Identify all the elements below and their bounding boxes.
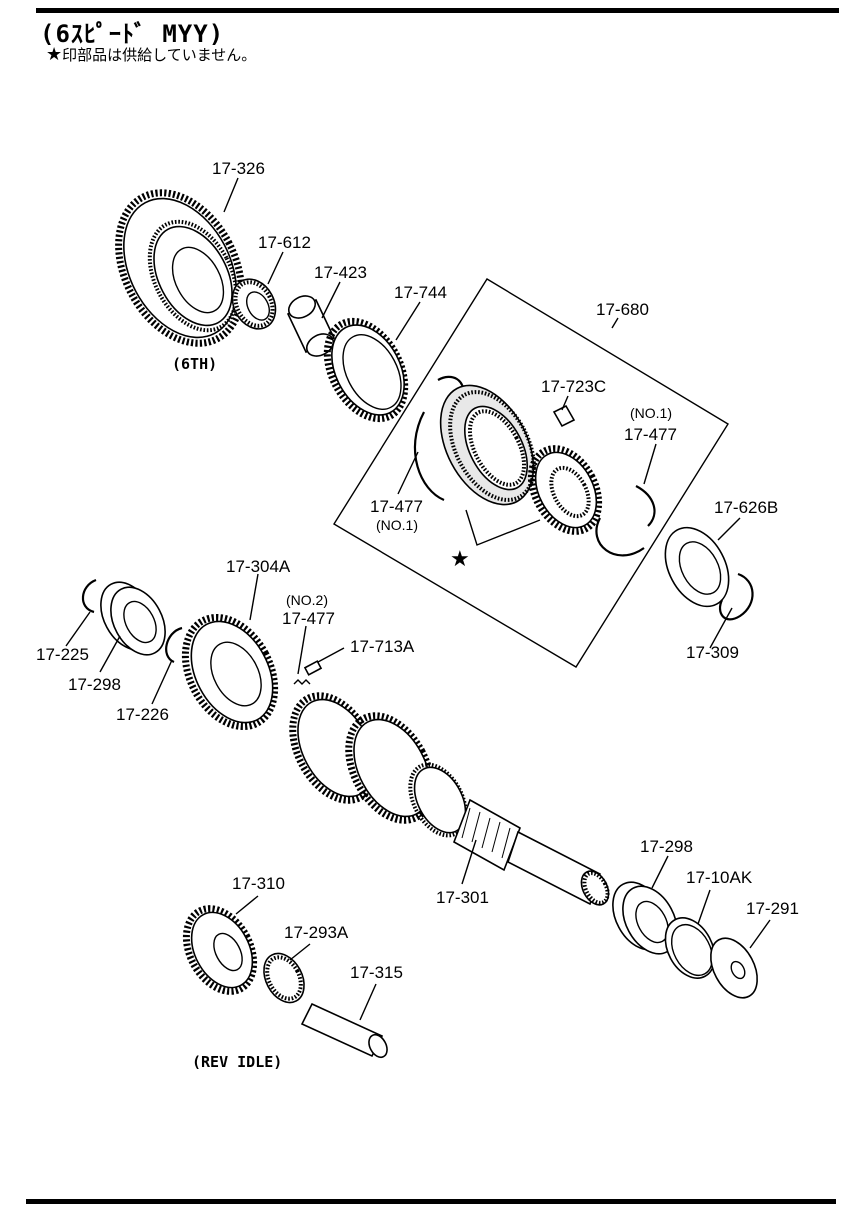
label-17-423: 17-423	[314, 263, 367, 282]
part-17-304a-reverse-gear[interactable]	[167, 602, 292, 742]
assembly-box-17-680	[333, 278, 729, 668]
label-17-612: 17-612	[258, 233, 311, 252]
part-17-226-snap-ring[interactable]	[165, 626, 183, 664]
label-17-315: 17-315	[350, 963, 403, 982]
label-17-309: 17-309	[686, 643, 739, 662]
part-17-626b-thrust-washer[interactable]	[653, 517, 742, 617]
label-17-298-left: 17-298	[68, 675, 121, 694]
supply-note: ★印部品は供給していません。	[46, 44, 256, 65]
label-17-713a: 17-713A	[350, 637, 415, 656]
label-17-10ak: 17-10AK	[686, 868, 753, 887]
part-17-326-sixth-gear[interactable]	[94, 172, 266, 365]
part-17-310-reverse-idler-gear[interactable]	[173, 897, 267, 1003]
part-17-612-needle-bearing[interactable]	[224, 272, 284, 337]
part-17-315-idler-shaft[interactable]	[300, 1002, 391, 1060]
leader-17-680	[611, 317, 619, 329]
label-17-293a: 17-293A	[284, 923, 349, 942]
leader-lines	[65, 177, 771, 1021]
label-17-310: 17-310	[232, 874, 285, 893]
part-17-723c-key[interactable]	[552, 404, 576, 428]
part-17-423-sleeve[interactable]	[285, 292, 337, 361]
part-17-301-countershaft[interactable]	[276, 682, 614, 910]
label-17-723c: 17-723C	[541, 377, 606, 396]
part-17-225-snap-ring[interactable]	[81, 578, 97, 614]
part-17-10ak-shim[interactable]	[656, 909, 725, 986]
top-rule	[36, 8, 839, 13]
label-17-304a: 17-304A	[226, 557, 291, 576]
label-17-326: 17-326	[212, 159, 265, 178]
part-clutch-hub[interactable]	[518, 437, 612, 543]
label-no2: (NO.2)	[286, 592, 328, 608]
label-17-291: 17-291	[746, 899, 799, 918]
part-17-291-thrust-washer[interactable]	[701, 930, 766, 1005]
part-17-309-snap-ring[interactable]	[718, 572, 754, 621]
bottom-rule	[26, 1199, 836, 1204]
part-17-744-synchronizer-ring[interactable]	[312, 308, 421, 432]
caption-rev-idle: (REV IDLE)	[192, 1053, 282, 1071]
part-17-477-snap-ring-right[interactable]	[595, 485, 656, 557]
part-17-293a-needle-bearing[interactable]	[256, 947, 312, 1010]
part-sleeve-hub[interactable]	[422, 370, 553, 521]
label-17-626b: 17-626B	[714, 498, 778, 517]
label-17-298-right: 17-298	[640, 837, 693, 856]
star-leader-lines	[465, 509, 541, 546]
page-title: (6ｽﾋﾟｰﾄﾞ MYY)	[40, 20, 225, 48]
part-17-298-ball-bearing-right[interactable]	[602, 873, 688, 963]
label-17-477-right: 17-477	[624, 425, 677, 444]
label-17-301: 17-301	[436, 888, 489, 907]
label-no1-left: (NO.1)	[376, 517, 418, 533]
label-17-225: 17-225	[36, 645, 89, 664]
part-17-298-ball-bearing-left[interactable]	[90, 573, 176, 664]
label-17-680: 17-680	[596, 300, 649, 319]
part-17-477-spring-no2[interactable]	[293, 679, 311, 685]
star-icon: ★	[46, 44, 63, 65]
caption-6th: (6TH)	[172, 355, 217, 373]
label-17-477-no2: 17-477	[282, 609, 335, 628]
label-17-226: 17-226	[116, 705, 169, 724]
part-17-713a-pin[interactable]	[303, 660, 323, 676]
star-marker: ★	[450, 546, 470, 571]
label-17-477-left: 17-477	[370, 497, 423, 516]
label-no1-right: (NO.1)	[630, 405, 672, 421]
supply-note-text: 印部品は供給していません。	[62, 46, 257, 64]
label-17-744: 17-744	[394, 283, 447, 302]
